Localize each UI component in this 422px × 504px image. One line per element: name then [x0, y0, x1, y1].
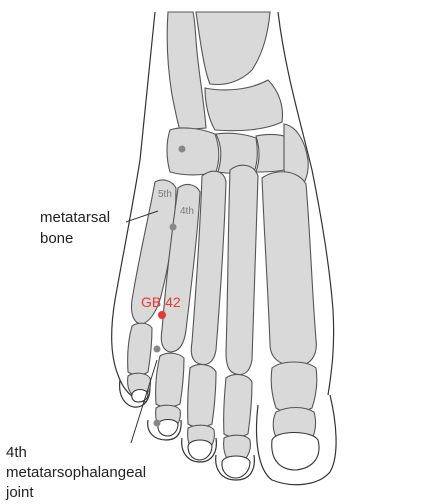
metatarsal-label-line2: bone [40, 230, 73, 247]
fourth-metatarsal-landmark-dot [170, 224, 177, 231]
cuboid-bone [167, 128, 219, 175]
second-proximal-phalanx [224, 375, 252, 437]
first-proximal-phalanx [271, 362, 317, 413]
toe-web-landmark-dot [154, 420, 161, 427]
fourth-proximal-phalanx [156, 353, 184, 407]
mtp-label-line2: metatarsophalangeal [6, 464, 146, 481]
fourth-toenail [158, 420, 178, 437]
gb42-label: GB 42 [141, 294, 181, 310]
gb42-point-marker [158, 311, 166, 319]
tibia-distal [196, 12, 270, 84]
second-metatarsal [226, 165, 258, 374]
navicular-bone [205, 80, 282, 131]
metatarsal-label-line1: metatarsal [40, 209, 110, 226]
third-toenail [188, 440, 212, 460]
fourth-metatarsal-label: 4th [180, 206, 194, 217]
third-proximal-phalanx [188, 365, 216, 427]
second-toenail [222, 456, 250, 478]
fifth-metatarsal-label: 5th [158, 189, 172, 200]
mtp-label-line3: joint [5, 484, 34, 501]
big-toenail [272, 433, 319, 471]
cuboid-landmark-dot [179, 146, 186, 153]
mtp-label-line1: 4th [6, 444, 27, 461]
mtp-joint-landmark-dot [154, 346, 161, 353]
intermediate-cuneiform [256, 135, 286, 173]
fifth-proximal-phalanx [128, 323, 152, 375]
first-metatarsal [262, 172, 316, 366]
